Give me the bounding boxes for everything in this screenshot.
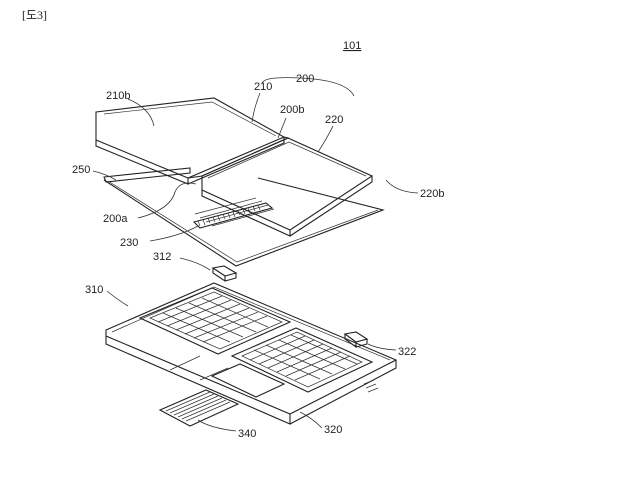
- leader-220b: [385, 179, 419, 194]
- touchpad: [210, 363, 286, 398]
- left-connector: 312: [153, 251, 238, 283]
- label-250: 250: [72, 164, 90, 176]
- leader-220: [317, 125, 334, 153]
- label-200: 200: [296, 73, 314, 85]
- label-200a: 200a: [103, 213, 128, 225]
- leader-320: [299, 411, 323, 429]
- leader-200a: [137, 182, 197, 219]
- label-230: 230: [120, 237, 138, 249]
- hinge-joint: [187, 136, 290, 179]
- leader-230: [149, 225, 199, 242]
- label-322: 322: [398, 346, 416, 358]
- side-ports: [363, 379, 379, 393]
- leader-210b: [127, 98, 155, 127]
- label-340: 340: [238, 428, 256, 440]
- flex-cable: 340: [158, 389, 256, 440]
- left-panel: [95, 97, 286, 185]
- figure-label: [도3]: [22, 8, 47, 22]
- keyboard-left: [138, 287, 292, 355]
- label-220b: 220b: [420, 188, 444, 200]
- flex-sheet: [103, 167, 385, 267]
- assembly-bracket: [261, 77, 355, 97]
- label-210b: 210b: [106, 90, 130, 102]
- device-reference: 101: [343, 40, 361, 52]
- label-101: 101: [343, 40, 361, 52]
- label-320: 320: [324, 424, 342, 436]
- label-200b: 200b: [280, 104, 304, 116]
- leader-200b: [277, 117, 287, 139]
- display-assembly: 200: [72, 73, 444, 267]
- keyboard-base: 312 322: [85, 251, 416, 440]
- label-312: 312: [153, 251, 171, 263]
- label-310: 310: [85, 284, 103, 296]
- keyboard-right: [230, 327, 374, 393]
- label-220: 220: [325, 114, 343, 126]
- leader-210: [251, 92, 261, 123]
- label-210: 210: [254, 81, 272, 93]
- leader-250: [92, 170, 117, 181]
- leader-310: [106, 290, 129, 307]
- right-connector: 322: [343, 331, 416, 358]
